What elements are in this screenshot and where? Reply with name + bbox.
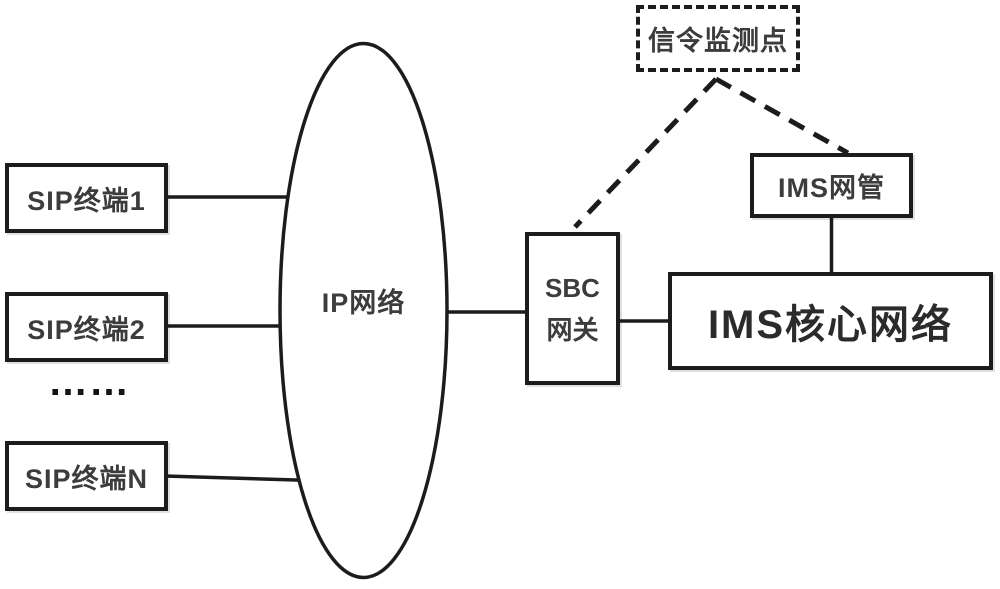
- ellipsis-more-terminals: ……: [48, 360, 130, 404]
- signaling-monitor-point-label: 信令监测点: [648, 26, 788, 56]
- sbc-gateway-box: SBC 网关: [525, 232, 620, 385]
- dashed-pointer-monitor-to-sbc: [573, 77, 718, 229]
- ims-core-network-label: IMS核心网络: [707, 303, 954, 347]
- ip-network-label: IP网络: [321, 288, 406, 318]
- sbc-gateway-label-line2: 网关: [546, 314, 599, 345]
- ims-core-network-box: IMS核心网络: [668, 272, 993, 370]
- ims-nms-box: IMS网管: [750, 153, 913, 218]
- signaling-monitor-point-box: 信令监测点: [636, 5, 800, 72]
- sbc-gateway-label: SBC 网关: [545, 267, 600, 351]
- ims-nms-label: IMS网管: [777, 173, 885, 203]
- sip-terminal-n-label: SIP终端N: [24, 463, 149, 494]
- sip-terminal-n-box: SIP终端N: [5, 441, 168, 511]
- ip-network-ellipse: [278, 41, 449, 580]
- sbc-gateway-label-line1: SBC: [545, 272, 600, 303]
- sip-terminal-1-label: SIP终端1: [27, 185, 146, 216]
- dashed-pointer-monitor-to-imsnms: [714, 76, 850, 156]
- sip-terminal-2-label: SIP终端2: [27, 314, 146, 345]
- sip-terminal-2-box: SIP终端2: [5, 292, 168, 362]
- sip-terminal-1-box: SIP终端1: [5, 163, 168, 233]
